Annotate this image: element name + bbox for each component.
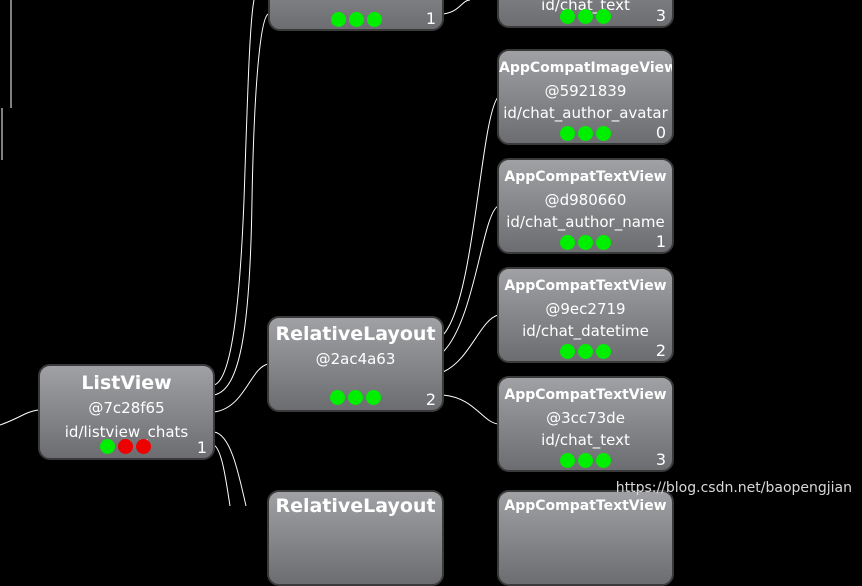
node-status-dots <box>499 235 672 250</box>
node-class-name: RelativeLayout <box>275 323 436 345</box>
bottom-text-node[interactable]: AppCompatTextView <box>497 490 674 586</box>
watermark: https://blog.csdn.net/baopengjian <box>615 480 852 496</box>
relative-layout-node[interactable]: RelativeLayout @2ac4a63 2 <box>267 316 444 412</box>
top-relative-layout-node[interactable]: 1 <box>268 0 444 31</box>
status-dot <box>596 9 611 24</box>
connector-line <box>213 13 269 396</box>
status-dot <box>578 344 593 359</box>
node-index: 3 <box>655 6 666 25</box>
node-status-dots <box>499 9 672 24</box>
status-dot <box>560 126 575 141</box>
status-dot <box>578 126 593 141</box>
node-index: 0 <box>655 123 666 142</box>
node-class-name: AppCompatTextView <box>504 169 667 185</box>
node-status-dots <box>499 126 672 141</box>
node-status-dots <box>499 453 672 468</box>
tree-connector-lines <box>0 0 499 506</box>
author-avatar-node[interactable]: AppCompatImageView @5921839 id/chat_auth… <box>497 49 674 145</box>
chat-text-node[interactable]: AppCompatTextView @3cc73de id/chat_text … <box>497 376 674 472</box>
node-index: 1 <box>425 9 436 28</box>
status-dot <box>578 9 593 24</box>
connector-line <box>442 205 499 353</box>
status-dot <box>596 344 611 359</box>
connector-line <box>442 96 499 336</box>
node-class-name: ListView <box>81 372 172 394</box>
bottom-relative-layout-node[interactable]: RelativeLayout <box>267 490 444 586</box>
node-index: 1 <box>655 232 666 251</box>
node-class-name: AppCompatTextView <box>504 278 667 294</box>
connector-line <box>442 314 499 373</box>
status-dot <box>578 453 593 468</box>
status-dot <box>330 12 346 27</box>
node-status-dots <box>270 12 442 27</box>
status-dot <box>596 453 611 468</box>
node-class-name: AppCompatTextView <box>504 387 667 403</box>
node-class-name: AppCompatImageView <box>499 60 674 76</box>
connector-line <box>0 409 39 426</box>
connector-line <box>442 0 471 15</box>
node-index: 1 <box>196 438 207 457</box>
top-chat-text-node[interactable]: id/chat_text 3 <box>497 0 674 28</box>
status-dot <box>560 453 575 468</box>
status-dot <box>118 439 133 454</box>
connector-line <box>213 431 247 506</box>
connector-line <box>213 0 255 386</box>
node-status-dots <box>499 344 672 359</box>
connector-line <box>213 444 231 506</box>
node-resource-id: id/chat_datetime <box>522 322 649 340</box>
status-dot <box>560 235 575 250</box>
connector-line <box>442 394 499 425</box>
node-hash: @2ac4a63 <box>315 350 396 368</box>
status-dot <box>366 390 381 405</box>
status-dot <box>348 390 363 405</box>
node-hash: @d980660 <box>544 191 627 209</box>
author-name-node[interactable]: AppCompatTextView @d980660 id/chat_autho… <box>497 158 674 254</box>
status-dot <box>136 439 151 454</box>
node-index: 2 <box>425 390 436 409</box>
node-resource-id: id/chat_text <box>541 431 630 449</box>
listview-node[interactable]: ListView @7c28f65 id/listview_chats 1 <box>38 364 215 460</box>
node-resource-id: id/chat_author_avatar <box>503 104 668 122</box>
status-dot <box>578 235 593 250</box>
status-dot <box>100 439 115 454</box>
status-dot <box>348 12 364 27</box>
datetime-node[interactable]: AppCompatTextView @9ec2719 id/chat_datet… <box>497 267 674 363</box>
status-dot <box>560 344 575 359</box>
status-dot <box>560 9 575 24</box>
node-resource-id: id/chat_author_name <box>506 213 665 231</box>
node-status-dots <box>269 390 442 405</box>
status-dot <box>596 126 611 141</box>
node-hash: @9ec2719 <box>545 300 626 318</box>
node-status-dots <box>40 439 213 454</box>
status-dot <box>366 12 382 27</box>
connector-line <box>213 363 269 413</box>
node-hash: @7c28f65 <box>88 399 165 417</box>
node-index: 2 <box>655 341 666 360</box>
node-class-name: RelativeLayout <box>275 495 436 517</box>
status-dot <box>596 235 611 250</box>
node-hash: @3cc73de <box>546 409 625 427</box>
node-index: 3 <box>655 450 666 469</box>
node-resource-id: id/listview_chats <box>64 423 189 441</box>
node-hash: @5921839 <box>544 82 627 100</box>
node-class-name: AppCompatTextView <box>504 498 667 514</box>
status-dot <box>330 390 345 405</box>
